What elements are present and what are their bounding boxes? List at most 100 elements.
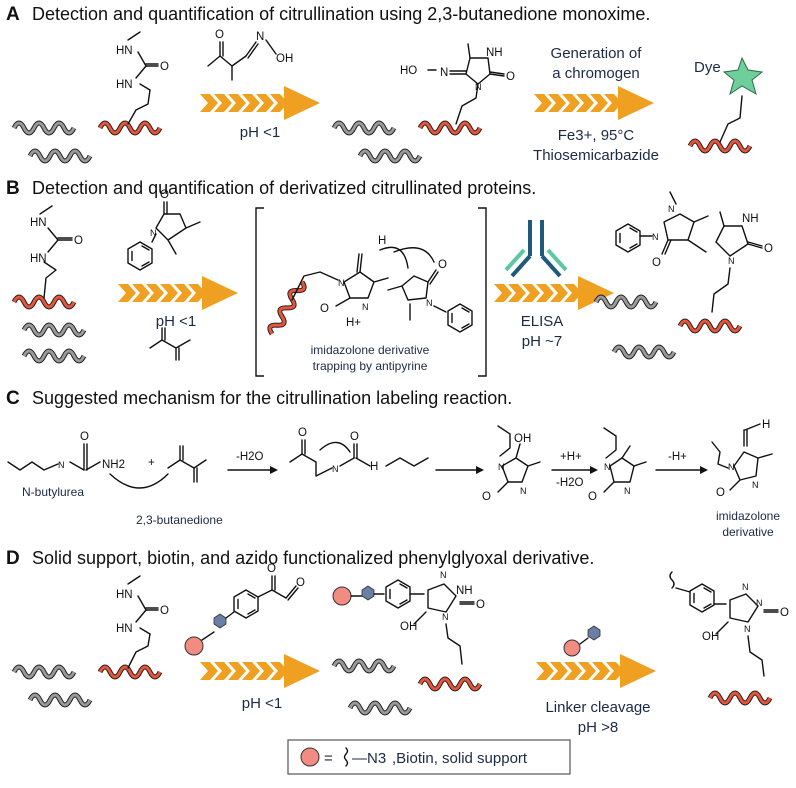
reaction-arrow bbox=[118, 276, 238, 310]
antipyrine-imidazolone-conjugate: N N O NH O N bbox=[615, 191, 773, 313]
chromogen-label-line1: Generation of bbox=[551, 45, 643, 62]
svg-text:H: H bbox=[370, 461, 378, 473]
panel-c-title: Suggested mechanism for the citrullinati… bbox=[32, 388, 512, 408]
svg-text:H: H bbox=[378, 235, 386, 247]
curved-arrow bbox=[393, 247, 435, 263]
elisa-ph-label: pH ~7 bbox=[522, 333, 562, 350]
helix-gray bbox=[30, 151, 90, 161]
step-plus-proton: +H+ bbox=[560, 451, 582, 463]
bracket-left bbox=[255, 207, 264, 377]
svg-text:OH: OH bbox=[514, 433, 531, 445]
svg-text:O: O bbox=[716, 487, 725, 499]
svg-text:H+: H+ bbox=[346, 317, 361, 329]
svg-text:O: O bbox=[298, 427, 307, 439]
svg-text:O: O bbox=[160, 61, 169, 73]
helix-red-citrullinated bbox=[100, 123, 160, 133]
step-minus-water: -H2O bbox=[236, 451, 264, 463]
ph-condition-label: pH <1 bbox=[242, 695, 282, 712]
panel-d: D Solid support, biotin, and azido funct… bbox=[6, 548, 789, 736]
svg-text:HN: HN bbox=[116, 45, 133, 57]
bead-icon bbox=[300, 747, 320, 767]
panel-d-title: Solid support, biotin, and azido functio… bbox=[32, 548, 594, 568]
helix-red-citrullinated bbox=[420, 123, 480, 133]
squiggle-bond bbox=[343, 747, 349, 767]
svg-text:NH: NH bbox=[742, 213, 759, 225]
helix-gray bbox=[24, 351, 84, 361]
helix-gray bbox=[596, 297, 656, 307]
butanedione-structure bbox=[149, 327, 191, 361]
curved-arrow bbox=[319, 441, 351, 453]
svg-text:H: H bbox=[762, 419, 770, 431]
svg-text:N: N bbox=[498, 462, 505, 472]
svg-text:HN: HN bbox=[30, 217, 47, 229]
helix-red-labeled bbox=[680, 321, 740, 331]
svg-text:HN: HN bbox=[30, 253, 47, 265]
svg-text:N: N bbox=[426, 298, 433, 308]
svg-text:O: O bbox=[438, 259, 447, 271]
step-minus-water: -H2O bbox=[556, 477, 584, 489]
legend-box bbox=[287, 739, 571, 775]
svg-text:HN: HN bbox=[116, 623, 133, 635]
svg-text:N: N bbox=[668, 204, 675, 214]
reaction-arrow bbox=[200, 654, 320, 688]
panel-b-title: Detection and quantification of derivati… bbox=[32, 178, 536, 198]
product-name-line2: derivative bbox=[722, 525, 774, 539]
svg-text:NH: NH bbox=[456, 585, 473, 597]
legend-equals: = bbox=[324, 750, 333, 767]
svg-text:N: N bbox=[728, 462, 735, 472]
bead-conjugated-adduct: N NH O N OH bbox=[332, 570, 485, 665]
svg-text:NH: NH bbox=[486, 47, 503, 59]
svg-text:O: O bbox=[160, 189, 169, 201]
svg-text:N: N bbox=[442, 612, 449, 622]
imidazolone-derivative: H N N O bbox=[711, 419, 773, 499]
cleaved-product: N N O OH N bbox=[669, 571, 789, 677]
bracket-right bbox=[478, 207, 487, 377]
svg-text:N: N bbox=[150, 228, 157, 238]
imine-intermediate: O N O H bbox=[289, 427, 429, 477]
reaction-arrow bbox=[494, 276, 614, 310]
panel-c-letter: C bbox=[6, 388, 20, 409]
svg-text:O: O bbox=[764, 243, 773, 255]
imidazolone-oxime-adduct: N NH O N HO bbox=[400, 43, 515, 125]
ph-condition-label: pH <1 bbox=[156, 313, 196, 330]
butanedione-monoxime-structure: O N OH bbox=[207, 29, 293, 81]
svg-text:N: N bbox=[744, 624, 751, 634]
dye-star bbox=[722, 56, 764, 96]
svg-text:N: N bbox=[440, 570, 447, 580]
svg-text:O: O bbox=[350, 431, 359, 443]
legend-azide: —N3 bbox=[352, 750, 386, 767]
svg-text:N: N bbox=[624, 486, 631, 496]
helix-gray bbox=[350, 703, 410, 713]
chromogen-conditions-line1: Fe3+, 95°C bbox=[558, 127, 635, 144]
svg-text:HN: HN bbox=[116, 589, 133, 601]
antibody-icon bbox=[504, 220, 568, 278]
svg-text:N: N bbox=[742, 582, 749, 592]
svg-text:OH: OH bbox=[276, 53, 293, 65]
helix-gray bbox=[14, 123, 74, 133]
phenylglyoxal-reagent: O O bbox=[184, 563, 305, 656]
svg-text:N: N bbox=[752, 480, 759, 490]
helix-red-labeled bbox=[710, 693, 770, 703]
svg-text:O: O bbox=[160, 605, 169, 617]
chromogen-conditions-line2: Thiosemicarbazide bbox=[533, 147, 659, 164]
svg-text:HO: HO bbox=[400, 65, 417, 77]
citrulline-side-chain: HN O HN bbox=[116, 31, 169, 125]
n-butylurea-label: N-butylurea bbox=[22, 485, 84, 499]
step-minus-proton: -H+ bbox=[668, 451, 687, 463]
curved-arrow bbox=[109, 473, 169, 489]
svg-text:O: O bbox=[780, 607, 789, 619]
svg-text:N: N bbox=[728, 256, 735, 266]
svg-text:O: O bbox=[296, 577, 305, 589]
linker-icon bbox=[213, 613, 227, 629]
helix-gray bbox=[24, 325, 84, 335]
svg-text:N: N bbox=[604, 462, 611, 472]
bead-icon bbox=[332, 586, 352, 606]
panel-a-title: Detection and quantification of citrulli… bbox=[32, 4, 650, 24]
svg-text:O: O bbox=[320, 303, 329, 315]
legend: = —N3 ,Biotin, solid support bbox=[287, 739, 571, 775]
svg-text:N: N bbox=[362, 302, 369, 312]
svg-text:NH2: NH2 bbox=[102, 459, 125, 471]
hydroxy-imidazolidinone: N OH N O bbox=[482, 425, 541, 503]
chromogen-label-line2: a chromogen bbox=[552, 65, 640, 82]
elisa-label: ELISA bbox=[521, 313, 564, 330]
